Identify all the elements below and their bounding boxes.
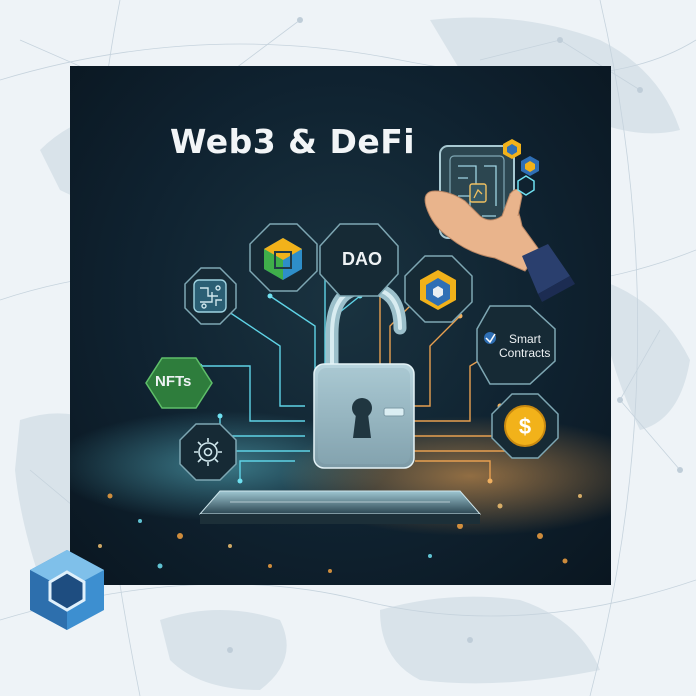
smart-contracts-line-1: Smart bbox=[509, 332, 542, 346]
octagon-gear bbox=[179, 423, 237, 481]
octagon-dao bbox=[319, 223, 399, 297]
nfts-label: NFTs bbox=[155, 373, 192, 390]
gear-icon bbox=[194, 438, 222, 466]
contract-icon bbox=[484, 332, 496, 344]
octagon-smart-contracts bbox=[476, 305, 556, 385]
padlock-icon bbox=[313, 281, 415, 469]
smart-contracts-line-2: Contracts bbox=[499, 346, 551, 360]
dollar-coin-icon bbox=[504, 405, 546, 447]
logo-hexagon-icon bbox=[30, 550, 104, 630]
web3-defi-illustration: $ bbox=[70, 66, 611, 585]
chip-platform bbox=[198, 490, 482, 524]
page-title: Web3 & DeFi bbox=[170, 122, 416, 161]
smart-contracts-label: Smart Contracts bbox=[499, 332, 569, 360]
hand-icon bbox=[424, 189, 575, 302]
floating-hexagon-icons bbox=[503, 139, 539, 196]
hexagon-chain-icon bbox=[420, 270, 456, 310]
dao-label: DAO bbox=[342, 249, 382, 269]
cube-icon bbox=[264, 238, 302, 280]
circuit-brain-icon bbox=[193, 279, 227, 313]
dollar-sign: $ bbox=[519, 414, 531, 439]
